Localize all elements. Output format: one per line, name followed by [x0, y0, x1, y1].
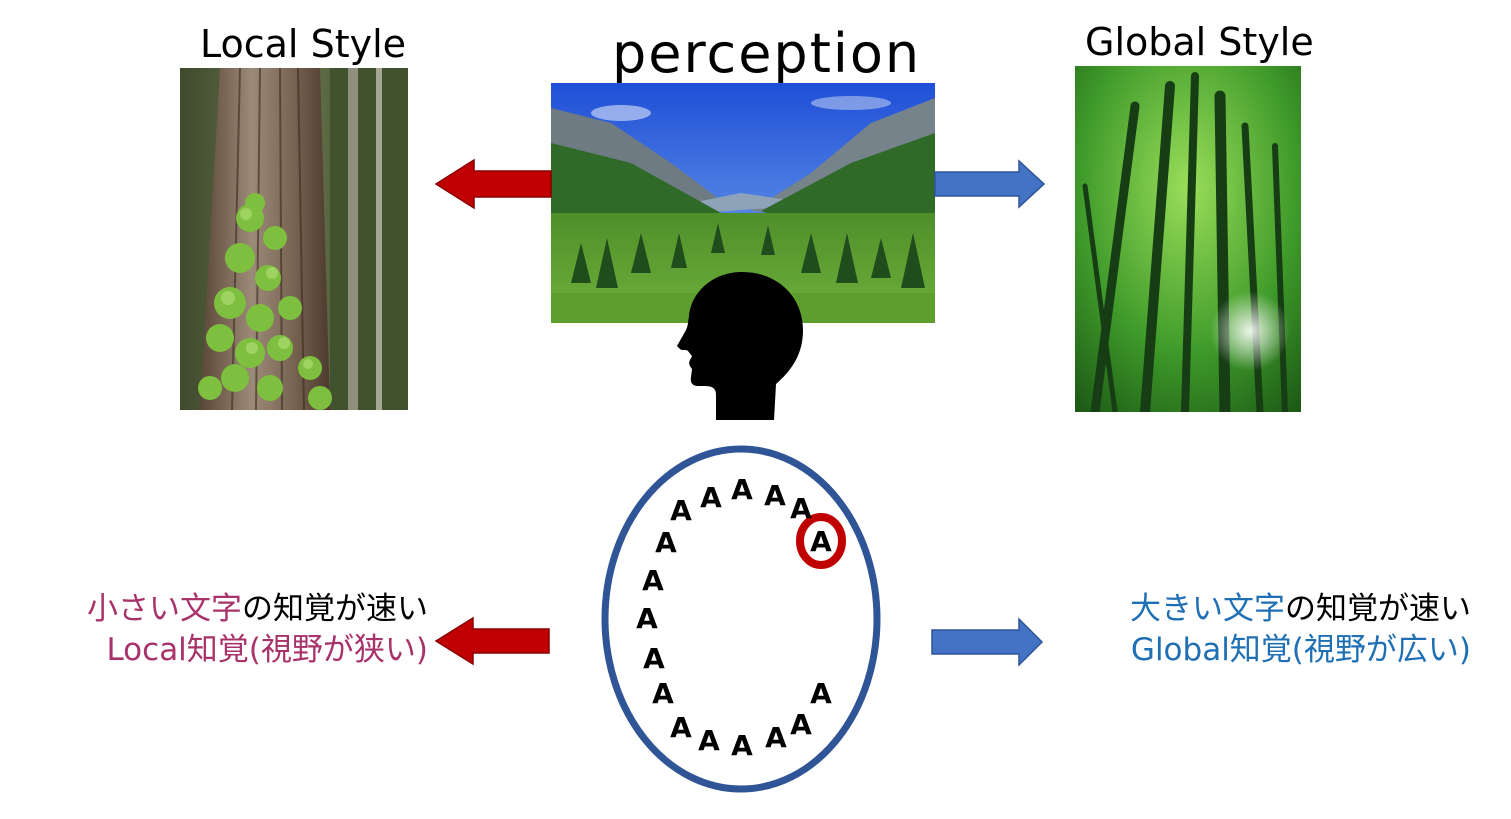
local-caption: 小さい文字の知覚が速い Local知覚(視野が狭い) — [87, 589, 428, 671]
navon-letter: A — [636, 602, 658, 635]
global-caption-line1: 大きい文字の知覚が速い — [1130, 589, 1471, 630]
perception-title: perception — [612, 22, 922, 85]
navon-letter: A — [642, 564, 664, 597]
navon-letter: A — [698, 724, 720, 757]
local-caption-line1: 小さい文字の知覚が速い — [87, 589, 428, 630]
navon-letter: A — [670, 494, 692, 527]
navon-letter: A — [643, 642, 665, 675]
global-caption-rest: の知覚が速い — [1285, 591, 1471, 627]
global-style-title: Global Style — [1085, 20, 1314, 64]
navon-letter: A — [670, 711, 692, 744]
global-caption-line2: Global知覚(視野が広い) — [1130, 632, 1471, 668]
global-caption: 大きい文字の知覚が速い Global知覚(視野が広い) — [1130, 589, 1471, 671]
navon-letter: A — [764, 479, 786, 512]
navon-letter: A — [700, 481, 722, 514]
local-style-title: Local Style — [200, 22, 407, 66]
navon-letter: A — [731, 729, 753, 762]
local-caption-rest: の知覚が速い — [242, 591, 428, 627]
navon-letter: A — [810, 525, 832, 558]
navon-letter: A — [790, 708, 812, 741]
navon-ellipse — [601, 445, 881, 793]
tree-trunk-photo — [180, 68, 408, 410]
blue-arrow-lower — [931, 617, 1044, 667]
highlight-circle — [796, 513, 846, 569]
navon-letter: A — [765, 721, 787, 754]
navon-letter: A — [652, 677, 674, 710]
red-arrow-lower — [434, 616, 550, 666]
forest-canopy-photo — [1075, 66, 1301, 412]
navon-letter: A — [731, 473, 753, 506]
navon-letter: A — [655, 526, 677, 559]
blue-arrow-upper — [934, 159, 1046, 209]
head-silhouette-icon — [677, 272, 803, 420]
global-caption-highlight: 大きい文字 — [1130, 591, 1285, 627]
local-caption-highlight: 小さい文字 — [87, 591, 242, 627]
red-arrow-upper — [434, 158, 552, 210]
local-caption-line2: Local知覚(視野が狭い) — [106, 632, 428, 668]
navon-letter: A — [790, 492, 812, 525]
navon-letter: A — [810, 677, 832, 710]
